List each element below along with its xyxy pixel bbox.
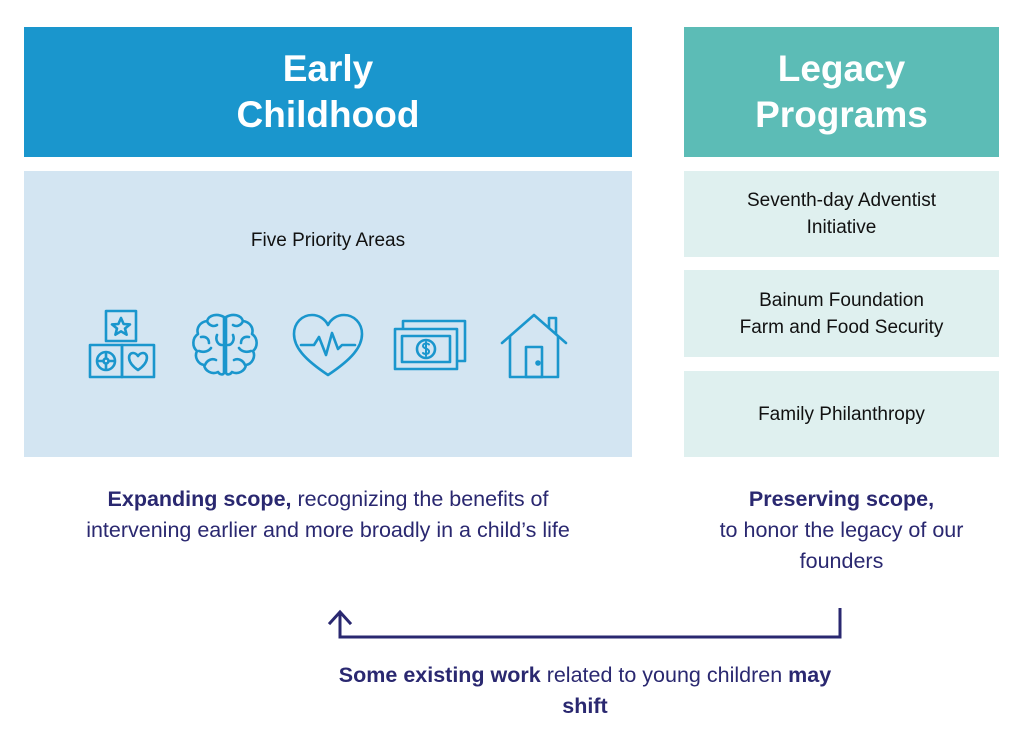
legacy-programs-header: Legacy Programs	[684, 27, 999, 157]
preserving-scope-caption: Preserving scope, to honor the legacy of…	[684, 484, 999, 577]
brain-icon	[187, 307, 263, 383]
early-childhood-panel: Five Priority Areas	[24, 171, 632, 457]
legacy-item-family-philanthropy: Family Philanthropy	[684, 371, 999, 457]
preserving-scope-bold: Preserving scope,	[748, 487, 935, 511]
heart-pulse-icon	[290, 307, 366, 383]
legacy-item-label: Bainum Foundation Farm and Food Security	[739, 289, 944, 338]
legacy-item-label: Seventh-day Adventist Initiative	[746, 190, 937, 238]
early-childhood-header: Early Childhood	[24, 27, 632, 157]
expanding-scope-bold: Expanding scope,	[107, 487, 292, 511]
shift-bold-may-shift: may shift	[562, 663, 832, 718]
legacy-item-label: Family Philanthropy	[758, 403, 925, 425]
priority-areas-label: Five Priority Areas	[250, 230, 406, 251]
legacy-item-adventist: Seventh-day Adventist Initiative	[684, 171, 999, 257]
blocks-icon	[86, 307, 162, 383]
early-childhood-title: Early Childhood	[236, 48, 420, 135]
shift-text: related to young children	[540, 663, 789, 687]
house-icon	[496, 307, 572, 383]
shift-caption: Some existing work related to young chil…	[330, 660, 840, 722]
legacy-programs-title: Legacy Programs	[755, 48, 928, 135]
expanding-scope-caption: Expanding scope, recognizing the benefit…	[80, 484, 576, 546]
expanding-scope-text: recognizing the benefits of intervening …	[86, 487, 570, 542]
shift-bold-existing: Some existing work	[338, 663, 541, 687]
money-icon	[392, 307, 468, 383]
legacy-item-farm-food: Bainum Foundation Farm and Food Security	[684, 270, 999, 357]
preserving-scope-text: to honor the legacy of our founders	[719, 518, 964, 573]
